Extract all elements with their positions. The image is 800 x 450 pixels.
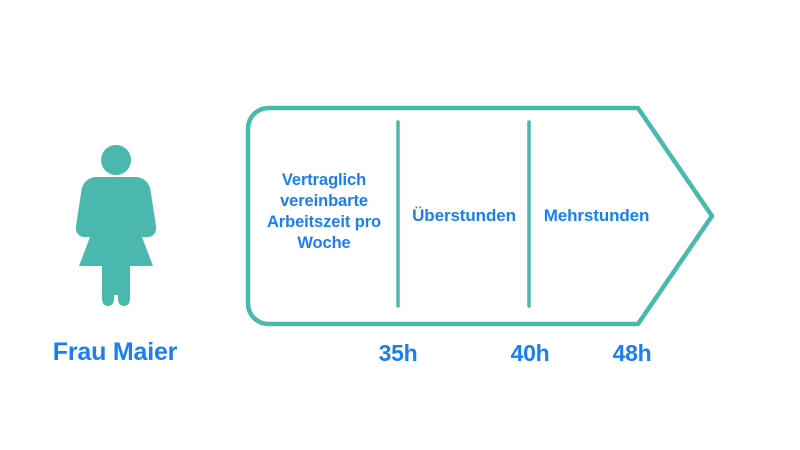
person-figure xyxy=(50,140,180,315)
hour-mark-35: 35h xyxy=(378,340,418,366)
person-name-label: Frau Maier xyxy=(52,338,178,366)
hour-mark-48: 48h xyxy=(612,340,652,366)
segment-label-ueberstunden: Überstunden xyxy=(412,206,516,225)
hour-mark-40: 40h xyxy=(510,340,550,366)
arrow-outline-icon xyxy=(245,105,715,327)
female-figure-icon xyxy=(75,145,157,306)
segment-label-vertraglich: Vertraglich vereinbarte Arbeitszeit pro … xyxy=(266,171,382,253)
working-hours-arrow xyxy=(238,98,724,334)
segment-label-mehrstunden: Mehrstunden xyxy=(543,206,650,225)
